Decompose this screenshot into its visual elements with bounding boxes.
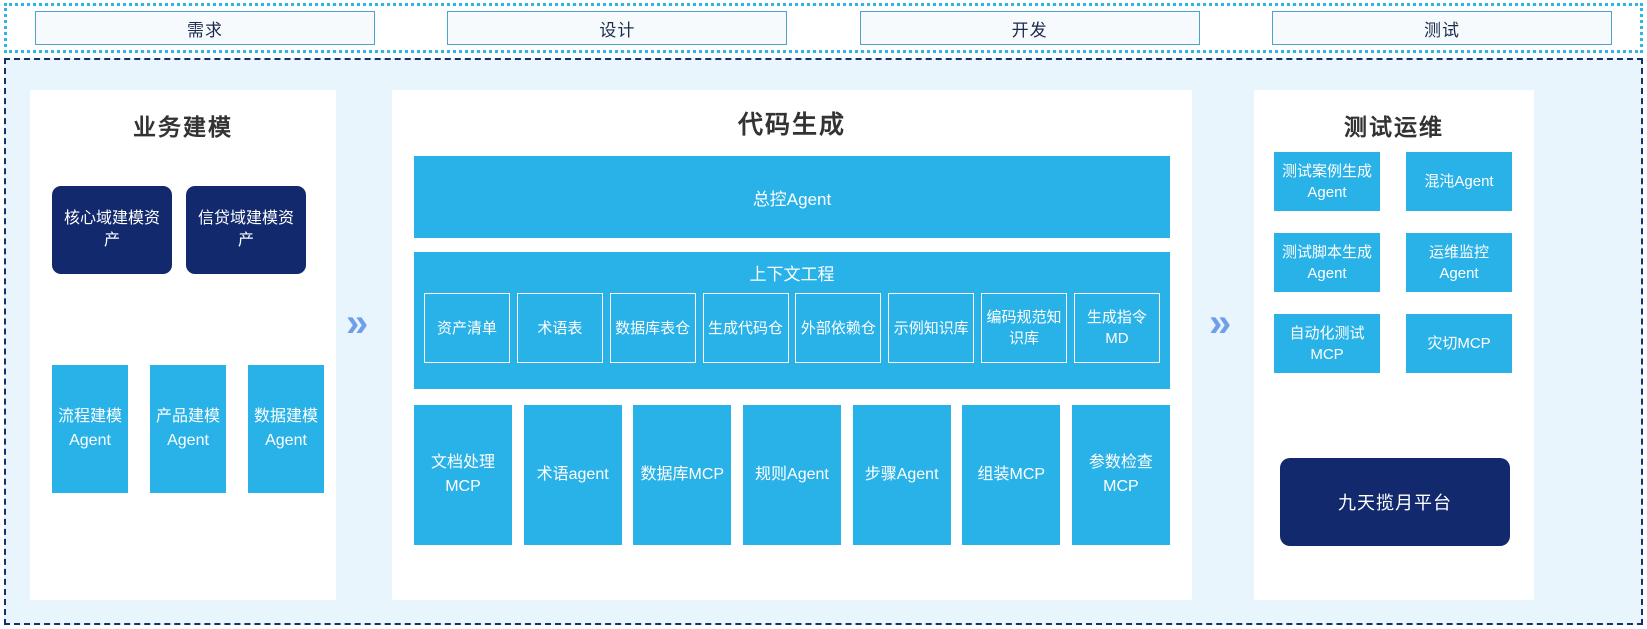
phase-tab-design[interactable]: 设计 xyxy=(447,11,788,45)
context-item-glossary[interactable]: 术语表 xyxy=(516,293,603,363)
agent-data-modeling[interactable]: 数据建模Agent xyxy=(248,365,324,493)
context-item-coding-standard-knowledge-base[interactable]: 编码规范知识库 xyxy=(981,293,1068,363)
test-ops-grid: 测试案例生成Agent 混沌Agent 测试脚本生成Agent 运维监控Agen… xyxy=(1274,152,1516,373)
context-engineering-block: 上下文工程 资产清单 术语表 数据库表仓 生成代码仓 外部依赖仓 示例知识库 编… xyxy=(414,252,1170,389)
asset-credit-domain[interactable]: 信贷域建模资产 xyxy=(186,186,306,274)
tool-glossary-agent[interactable]: 术语agent xyxy=(523,405,622,545)
context-item-external-dependency-repo[interactable]: 外部依赖仓 xyxy=(795,293,882,363)
business-assets-row: 核心域建模资产 信贷域建模资产 xyxy=(52,186,306,274)
master-control-agent[interactable]: 总控Agent xyxy=(414,156,1170,238)
panel-code-generation: 代码生成 总控Agent 上下文工程 资产清单 术语表 数据库表仓 生成代码仓 … xyxy=(392,90,1192,600)
phase-tab-testing[interactable]: 测试 xyxy=(1271,11,1612,45)
ops-monitoring-agent[interactable]: 运维监控Agent xyxy=(1406,233,1512,292)
main-frame: 业务建模 核心域建模资产 信贷域建模资产 流程建模Agent 产品建模Agent… xyxy=(4,58,1643,625)
context-item-generation-instruction-md[interactable]: 生成指令MD xyxy=(1073,293,1160,363)
tool-parameter-check-mcp[interactable]: 参数检查MCP xyxy=(1071,405,1170,545)
tool-database-mcp[interactable]: 数据库MCP xyxy=(633,405,732,545)
business-agents-row: 流程建模Agent 产品建模Agent 数据建模Agent xyxy=(52,365,324,493)
panel-title-business-modeling: 业务建模 xyxy=(133,114,233,140)
phase-tab-development[interactable]: 开发 xyxy=(859,11,1200,45)
chevron-right-icon: » xyxy=(346,301,368,345)
context-item-example-knowledge-base[interactable]: 示例知识库 xyxy=(888,293,975,363)
ops-test-script-generation-agent[interactable]: 测试脚本生成Agent xyxy=(1274,233,1380,292)
context-item-generated-code-repo[interactable]: 生成代码仓 xyxy=(702,293,789,363)
phase-bar: 需求 设计 开发 测试 xyxy=(4,3,1643,53)
context-engineering-title: 上下文工程 xyxy=(749,265,835,284)
ops-test-case-generation-agent[interactable]: 测试案例生成Agent xyxy=(1274,152,1380,211)
tool-document-processing-mcp[interactable]: 文档处理MCP xyxy=(414,405,512,545)
ops-chaos-agent[interactable]: 混沌Agent xyxy=(1406,152,1512,211)
ops-automated-test-mcp[interactable]: 自动化测试MCP xyxy=(1274,314,1380,373)
asset-core-domain[interactable]: 核心域建模资产 xyxy=(52,186,172,274)
panel-title-code-generation: 代码生成 xyxy=(737,111,846,139)
context-item-db-table-repo[interactable]: 数据库表仓 xyxy=(609,293,696,363)
tool-assembly-mcp[interactable]: 组装MCP xyxy=(962,405,1061,545)
panel-title-test-operations: 测试运维 xyxy=(1344,114,1444,140)
context-item-asset-list[interactable]: 资产清单 xyxy=(424,293,510,363)
tools-row: 文档处理MCP 术语agent 数据库MCP 规则Agent 步骤Agent 组… xyxy=(414,405,1170,545)
phase-tab-requirement[interactable]: 需求 xyxy=(35,11,375,45)
ops-disaster-switch-mcp[interactable]: 灾切MCP xyxy=(1406,314,1512,373)
context-items-row: 资产清单 术语表 数据库表仓 生成代码仓 外部依赖仓 示例知识库 编码规范知识库… xyxy=(414,293,1170,363)
agent-process-modeling[interactable]: 流程建模Agent xyxy=(52,365,128,493)
jiutian-lanyue-platform[interactable]: 九天揽月平台 xyxy=(1280,458,1510,546)
agent-product-modeling[interactable]: 产品建模Agent xyxy=(150,365,226,493)
tool-step-agent[interactable]: 步骤Agent xyxy=(852,405,951,545)
panel-test-operations: 测试运维 测试案例生成Agent 混沌Agent 测试脚本生成Agent 运维监… xyxy=(1254,90,1534,600)
chevron-right-icon-2: » xyxy=(1209,301,1231,345)
panel-business-modeling: 业务建模 核心域建模资产 信贷域建模资产 流程建模Agent 产品建模Agent… xyxy=(30,90,336,600)
tool-rule-agent[interactable]: 规则Agent xyxy=(742,405,841,545)
